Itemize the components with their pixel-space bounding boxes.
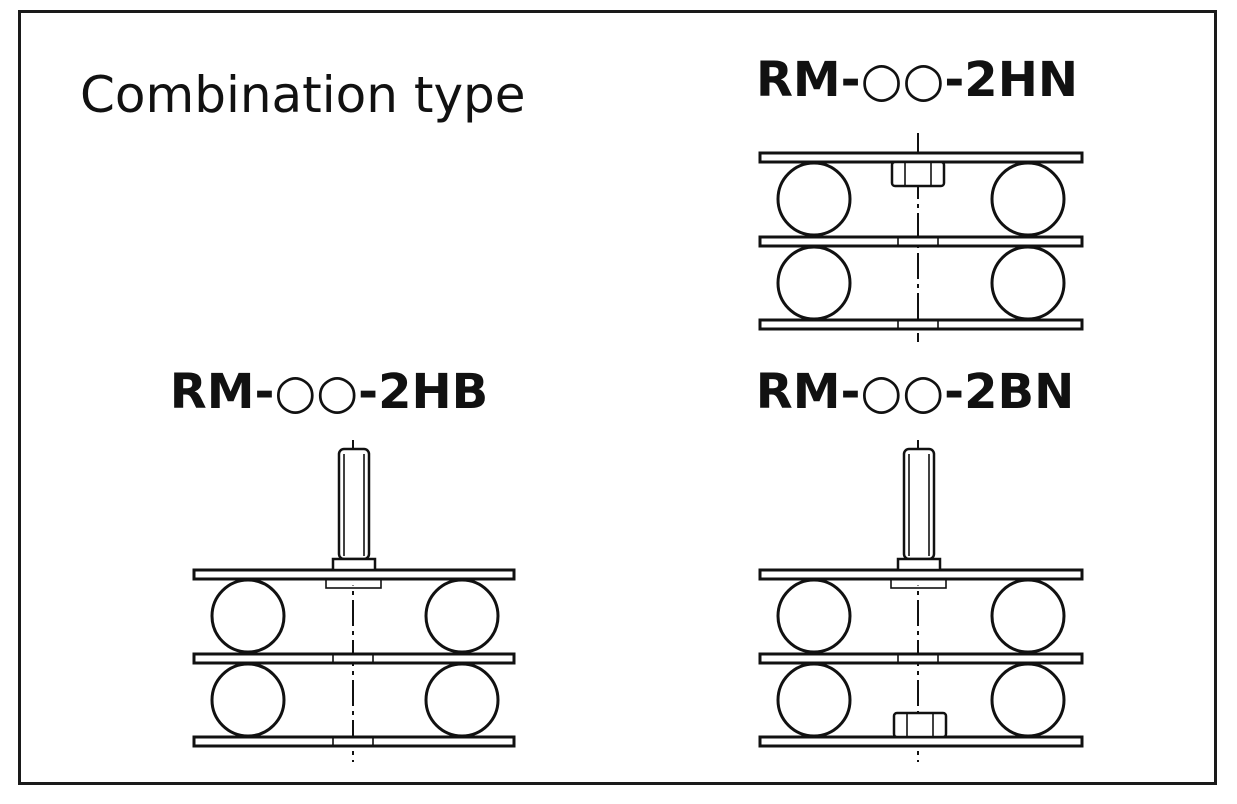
roller-2hb-lower-right: [424, 662, 500, 738]
bottom-plate-2bn: [758, 735, 1084, 748]
spacer-2hb-middle: [332, 653, 374, 664]
figure-title: Combination type: [80, 66, 526, 124]
hex-nut-2hn: [890, 160, 946, 188]
model-label-2hb: RM-○○-2HB: [170, 364, 489, 420]
assembly-2hn: RM-○○-2HN: [756, 52, 1084, 342]
model-label-2bn: RM-○○-2BN: [756, 364, 1075, 420]
assembly-2hb: RM-○○-2HB: [170, 364, 516, 762]
bolt-flange-2bn: [896, 557, 942, 572]
assembly-2bn: RM-○○-2BN: [756, 364, 1084, 762]
spacer-2hb-bottom: [332, 736, 374, 747]
model-label-2hn: RM-○○-2HN: [756, 52, 1078, 108]
spacer-2hn-middle: [897, 236, 939, 247]
spacer-2bn-middle: [897, 653, 939, 664]
roller-2hn-upper-right: [990, 161, 1066, 237]
roller-2hb-upper-left: [210, 578, 286, 654]
washer-2hb: [325, 578, 382, 589]
spacer-2hn-bottom: [897, 319, 939, 330]
top-plate-2hb: [192, 568, 516, 581]
washer-2bn: [890, 578, 947, 589]
hex-nut-2bn: [892, 711, 948, 739]
top-plate-2bn: [758, 568, 1084, 581]
roller-2bn-upper-right: [990, 578, 1066, 654]
roller-2bn-lower-right: [990, 662, 1066, 738]
roller-2hn-lower-left: [776, 245, 852, 321]
roller-2bn-lower-left: [776, 662, 852, 738]
bolt-flange-2hb: [331, 557, 377, 572]
bolt-2bn: [896, 447, 942, 572]
top-plate-2hn: [758, 151, 1084, 164]
roller-2hb-lower-left: [210, 662, 286, 738]
roller-2hn-upper-left: [776, 161, 852, 237]
bolt-2hb: [331, 447, 377, 572]
roller-2bn-upper-left: [776, 578, 852, 654]
roller-2hb-upper-right: [424, 578, 500, 654]
roller-2hn-lower-right: [990, 245, 1066, 321]
